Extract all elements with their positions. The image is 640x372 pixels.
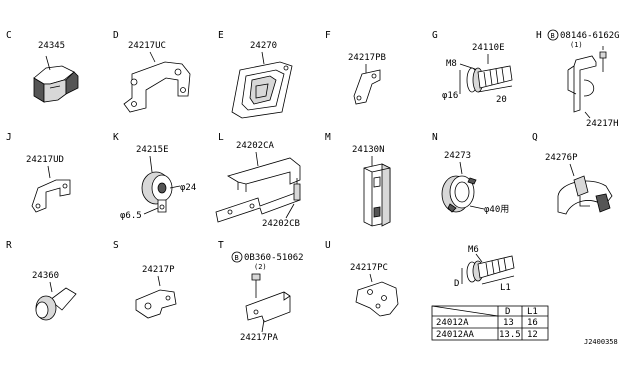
circled-b-icon [547, 29, 559, 41]
bolt-drawing [459, 54, 513, 94]
table-cell: 13 [503, 318, 514, 328]
section-letter: S [113, 240, 119, 251]
circled-letter: B [551, 32, 555, 40]
part-number: 24217PA [240, 333, 279, 343]
grommet-plate-drawing [231, 51, 293, 119]
part-number: 24217UD [26, 155, 64, 165]
grommet-ring-drawing [441, 161, 485, 213]
table-cell: 24012AA [436, 330, 475, 340]
bolt-drawing [461, 253, 515, 285]
circled-letter: B [235, 254, 239, 262]
part-number: 24217PC [350, 263, 388, 273]
section-letter: M [325, 132, 331, 143]
connector-block-drawing [363, 156, 391, 227]
grommet-drawing [141, 155, 181, 215]
diagram-code: J2400358 [584, 338, 618, 346]
dim-d-label: D [454, 279, 459, 289]
section-letter: N [432, 132, 438, 143]
boot-cap-drawing [35, 281, 77, 321]
section-f: F 24217PB [325, 30, 386, 105]
clip-part-drawing [33, 55, 79, 103]
section-letter: E [218, 30, 224, 41]
section-letter: T [218, 240, 224, 251]
quantity-label: (2) [254, 263, 267, 271]
bracket-part-drawing [123, 51, 191, 113]
table-header: L1 [527, 307, 538, 317]
table-cell: 13.5 [499, 330, 521, 340]
section-letter: C [6, 30, 12, 41]
section-m: M 24130N [325, 132, 391, 227]
section-k: K 24215E φ24 φ6.5 [113, 132, 196, 221]
length-label: 20 [496, 95, 507, 105]
bolt-part-number: 0B360-51062 [244, 253, 304, 263]
section-n: N 24273 φ40用 [432, 132, 509, 215]
part-number: 24202CA [236, 141, 275, 151]
section-letter: G [432, 30, 438, 41]
thread-label: M6 [468, 245, 479, 255]
section-letter: R [6, 240, 12, 251]
circled-b-icon [231, 251, 243, 263]
part-number: 24273 [444, 151, 471, 161]
diameter-label: φ16 [442, 91, 458, 101]
part-number: 24130N [352, 145, 385, 155]
plate-bracket-drawing [355, 273, 399, 317]
table-cell: 12 [527, 330, 538, 340]
section-letter: U [325, 240, 331, 251]
section-g: G 24110E M8 φ16 20 [432, 30, 513, 105]
dim-l1-label: L1 [500, 283, 511, 293]
section-letter: J [6, 132, 12, 143]
section-letter: F [325, 30, 331, 41]
small-bracket-drawing [353, 64, 381, 105]
quantity-label: (1) [570, 41, 583, 49]
diameter-label: φ24 [180, 183, 196, 193]
section-e: E 24270 [218, 30, 293, 119]
section-letter: H [536, 30, 542, 41]
bracket-assembly-drawing [215, 151, 301, 223]
part-number: 24276P [545, 153, 578, 163]
section-r: R 24360 [6, 240, 77, 321]
bolt-part-number: 08146-6162G [560, 31, 620, 41]
table-header: D [505, 307, 510, 317]
section-t: T B 0B360-51062 (2) 24217PA [218, 240, 304, 343]
spec-table: D L1 24012A 13 16 24012AA 13.5 12 [431, 305, 549, 341]
section-c: C 24345 [6, 30, 79, 103]
part-number: 24217H [586, 119, 619, 129]
harness-clamp-drawing [557, 163, 613, 215]
part-number: 24360 [32, 271, 59, 281]
table-cell: 16 [527, 318, 538, 328]
hanger-bracket-drawing [567, 46, 607, 119]
section-s: S 24217P [113, 240, 177, 319]
part-number: 24215E [136, 145, 169, 155]
section-q: Q 24276P [532, 132, 613, 215]
part-number: 24202CB [262, 219, 300, 229]
thread-label: M8 [446, 59, 457, 69]
section-letter: Q [532, 132, 538, 143]
bracket-part-drawing [31, 165, 71, 213]
diameter-label: φ40用 [484, 204, 509, 215]
part-number: 24270 [250, 41, 277, 51]
part-number: 24217UC [128, 41, 166, 51]
diameter-label: φ6.5 [120, 211, 142, 221]
table-cell: 24012A [436, 318, 469, 328]
section-letter: L [218, 132, 224, 143]
part-number: 24217P [142, 265, 175, 275]
section-j: J 24217UD [6, 132, 71, 213]
section-letter: K [113, 132, 119, 143]
section-l: L 24202CA 24202CB [215, 132, 301, 229]
flat-bracket-drawing [135, 275, 177, 319]
section-h: H B 08146-6162G (1) 24217H [536, 29, 620, 129]
section-letter: D [113, 30, 119, 41]
bracket-with-bolt-drawing [245, 273, 291, 333]
section-d: D 24217UC [113, 30, 191, 113]
part-number: 24217PB [348, 53, 386, 63]
bolt-spec-callout: M6 D L1 [454, 245, 515, 293]
part-number: 24110E [472, 43, 505, 53]
section-u: U 24217PC [325, 240, 399, 317]
part-number: 24345 [38, 41, 65, 51]
